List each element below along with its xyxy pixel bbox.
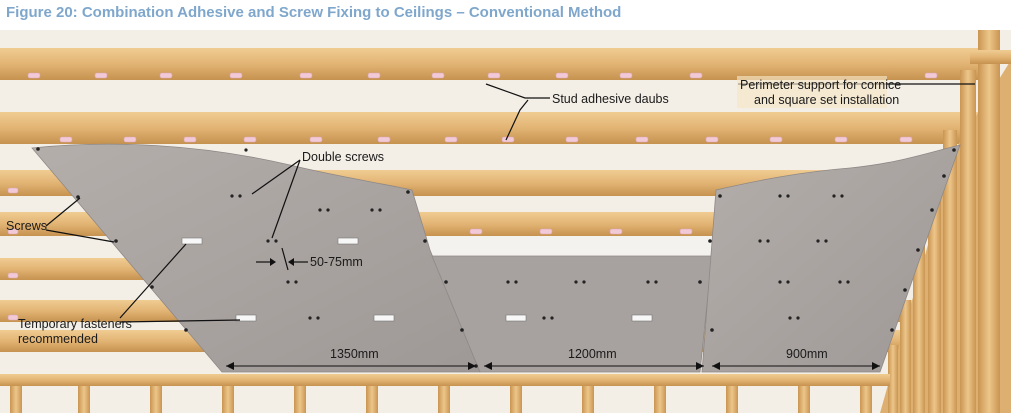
screws-label: Screws — [6, 219, 47, 233]
wall-framing — [880, 30, 1011, 413]
insulation-gap — [418, 236, 714, 256]
temporary-fasteners-label-1: Temporary fasteners — [18, 317, 132, 331]
perimeter-label-bg — [737, 76, 887, 108]
double-screws-label: Double screws — [302, 150, 384, 164]
temporary-fasteners — [181, 237, 653, 322]
dimension-lines — [226, 362, 880, 370]
stud-adhesive-label: Stud adhesive daubs — [552, 92, 669, 106]
temporary-fasteners-label-2: recommended — [18, 332, 98, 346]
bottom-framing — [0, 374, 890, 413]
perimeter-support-label-1: Perimeter support for cornice — [740, 78, 901, 92]
adhesive-daubs — [7, 72, 938, 321]
figure-title: Figure 20: Combination Adhesive and Scre… — [6, 4, 622, 21]
dimension-right: 900mm — [786, 347, 828, 361]
dimension-middle: 1200mm — [568, 347, 617, 361]
plasterboard-sheets — [31, 143, 961, 373]
spacing-label: 50-75mm — [310, 255, 363, 269]
dimension-left: 1350mm — [330, 347, 379, 361]
perimeter-support-label-2: and square set installation — [754, 93, 899, 107]
screws — [36, 147, 956, 368]
